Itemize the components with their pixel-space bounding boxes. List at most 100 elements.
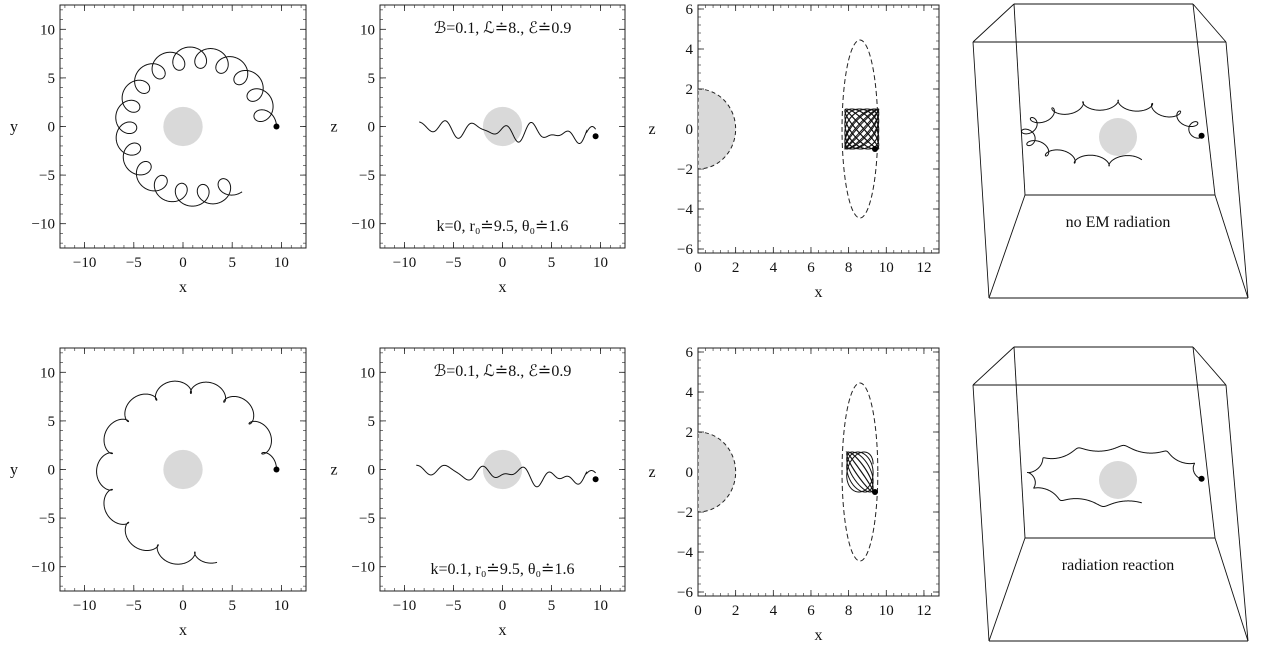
y-tick-label: −5 xyxy=(359,511,375,527)
x-tick-label: −5 xyxy=(126,598,142,614)
scenario-label: radiation reaction xyxy=(1062,557,1174,574)
x-tick-label: 10 xyxy=(593,255,608,271)
y-tick-label: 5 xyxy=(48,71,56,87)
x-tick-label: 5 xyxy=(228,255,236,271)
x-tick-label: 0 xyxy=(179,255,187,271)
x-tick-label: 10 xyxy=(274,255,289,271)
y-tick-label: 10 xyxy=(360,365,375,381)
y-tick-label: −2 xyxy=(677,505,693,521)
x-tick-label: 6 xyxy=(807,603,815,619)
x-tick-label: 10 xyxy=(879,260,894,276)
box-edge xyxy=(972,346,1015,386)
start-point xyxy=(273,466,280,473)
x-tick-label: 0 xyxy=(694,260,702,276)
y-axis-label: z xyxy=(648,121,655,138)
x-tick-label: 0 xyxy=(179,598,187,614)
y-tick-label: −5 xyxy=(359,168,375,184)
x-tick-label: 4 xyxy=(770,260,778,276)
trajectory-line xyxy=(844,108,880,150)
black-hole-disc xyxy=(163,449,203,490)
trajectory-line xyxy=(416,464,596,488)
y-axis-label: y xyxy=(10,462,18,479)
x-axis-label: x xyxy=(499,279,507,296)
y-tick-label: −2 xyxy=(677,162,693,178)
y-tick-label: 0 xyxy=(48,463,56,479)
scenario-label: no EM radiation xyxy=(1066,214,1171,231)
start-point xyxy=(592,133,599,140)
start-point xyxy=(1198,475,1205,482)
trajectory-line xyxy=(96,380,277,565)
x-tick-label: 12 xyxy=(916,603,931,619)
box3d-panel-row2: radiation reaction xyxy=(972,346,1249,642)
x-tick-label: 6 xyxy=(807,260,815,276)
initial-conditions-annotation: k=0.1, r₀≐9.5, θ₀≐1.6 xyxy=(431,561,575,578)
x-tick-label: 10 xyxy=(593,598,608,614)
x-tick-label: 5 xyxy=(548,598,556,614)
start-point xyxy=(592,476,599,483)
start-point xyxy=(871,489,878,495)
x-tick-label: 0 xyxy=(499,598,507,614)
y-tick-label: −10 xyxy=(352,217,375,233)
y-tick-label: 5 xyxy=(48,414,56,430)
y-tick-label: 0 xyxy=(368,120,376,136)
x-tick-label: −10 xyxy=(393,598,416,614)
box-edge xyxy=(1013,346,1026,539)
box-edge xyxy=(1192,3,1216,196)
y-tick-label: 0 xyxy=(48,120,56,136)
x-tick-label: −10 xyxy=(73,598,96,614)
box-edge xyxy=(988,537,1026,642)
y-tick-label: −10 xyxy=(32,217,55,233)
black-hole-disc xyxy=(163,106,203,147)
box-edge xyxy=(1192,346,1227,386)
parameters-annotation: ℬ=0.1, ℒ≐8., ℰ≐0.9 xyxy=(434,20,572,37)
box-edge xyxy=(1225,41,1249,299)
y-tick-label: 10 xyxy=(40,22,55,38)
x-tick-label: −5 xyxy=(126,255,142,271)
x-axis-label: x xyxy=(179,279,187,296)
y-axis-label: z xyxy=(648,464,655,481)
initial-conditions-annotation: k=0, r₀≐9.5, θ₀≐1.6 xyxy=(437,218,569,235)
x-axis-label: x xyxy=(179,622,187,639)
box-edge xyxy=(972,3,1015,43)
allowed-region-boundary xyxy=(841,382,879,562)
trajectory-line xyxy=(1021,99,1203,167)
x-tick-label: 8 xyxy=(845,260,853,276)
x-tick-label: 2 xyxy=(732,603,740,619)
x-tick-label: −5 xyxy=(446,598,462,614)
y-tick-label: −6 xyxy=(677,242,693,258)
y-tick-label: −5 xyxy=(39,168,55,184)
start-point xyxy=(871,146,878,152)
x-tick-label: 5 xyxy=(548,255,556,271)
trajectory-line xyxy=(419,120,597,144)
x-tick-label: 5 xyxy=(228,598,236,614)
x-tick-label: 0 xyxy=(499,255,507,271)
y-tick-label: 2 xyxy=(686,82,694,98)
x-tick-label: −10 xyxy=(393,255,416,271)
start-point xyxy=(1198,132,1205,139)
horizon-half-disc xyxy=(697,431,737,513)
x-tick-label: 4 xyxy=(770,603,778,619)
y-axis-label: z xyxy=(330,462,337,479)
trajectory-line xyxy=(845,451,874,493)
y-tick-label: −10 xyxy=(32,560,55,576)
y-axis-label: z xyxy=(330,119,337,136)
y-tick-label: 6 xyxy=(686,345,694,361)
trajectory-line xyxy=(115,46,277,207)
x-tick-label: −10 xyxy=(73,255,96,271)
y-axis-label: y xyxy=(10,119,18,136)
x-tick-label: 0 xyxy=(694,603,702,619)
xy-panel-row1: −10 −5 0 5 10 −10 −5 0 5 10 x y xyxy=(10,4,307,296)
x-tick-label: 2 xyxy=(732,260,740,276)
y-tick-label: 0 xyxy=(368,463,376,479)
box-edge xyxy=(1192,346,1216,539)
y-tick-label: 0 xyxy=(686,122,694,138)
y-tick-label: 5 xyxy=(368,71,376,87)
box-edge xyxy=(988,194,1026,299)
box-edge xyxy=(1214,537,1249,642)
horizon-half-disc xyxy=(697,88,737,170)
x-tick-label: 12 xyxy=(916,260,931,276)
y-tick-label: 6 xyxy=(686,2,694,18)
